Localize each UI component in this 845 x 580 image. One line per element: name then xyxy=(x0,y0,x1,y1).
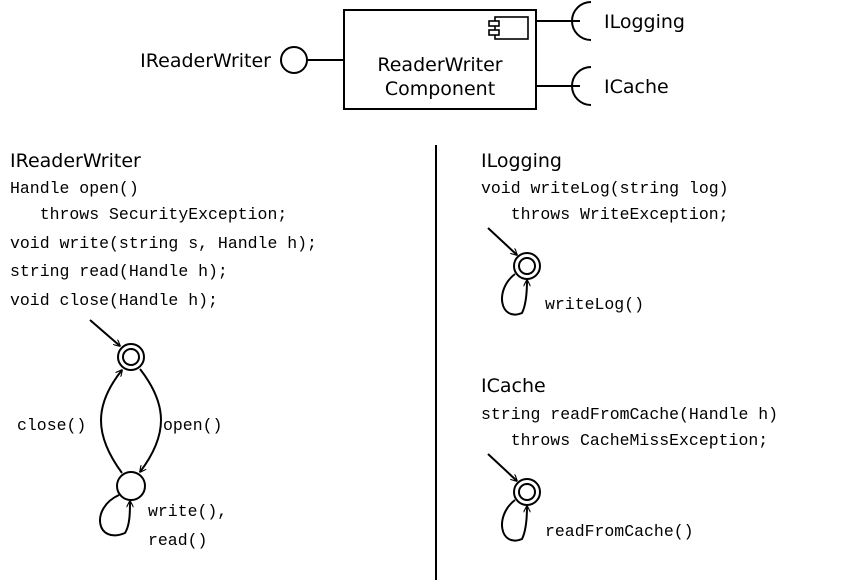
initial-state-inner xyxy=(518,257,536,275)
ireaderwriter-code-line: string read(Handle h); xyxy=(10,262,228,281)
ilogging-self-label: writeLog() xyxy=(545,295,644,314)
component-name-line1: ReaderWriter xyxy=(377,54,502,76)
initial-arrow xyxy=(487,227,517,255)
initial-arrow xyxy=(89,319,120,346)
open-state xyxy=(116,471,146,501)
icache-code-line: string readFromCache(Handle h) xyxy=(481,405,778,424)
ireaderwriter-code: Handle open() throws SecurityException; … xyxy=(10,179,317,310)
provided-interface-label: IReaderWriter xyxy=(140,50,271,72)
ireaderwriter-code-line: void close(Handle h); xyxy=(10,291,218,310)
icache-code-line: throws CacheMissException; xyxy=(481,431,768,450)
initial-state-inner xyxy=(518,483,536,501)
open-transition xyxy=(140,368,162,472)
initial-state-inner xyxy=(122,348,140,366)
ireaderwriter-state-machine xyxy=(89,319,162,537)
self-transition-label-line2: read() xyxy=(148,531,207,550)
self-transition-label-line1: write(), xyxy=(148,502,227,521)
ilogging-code-line: void writeLog(string log) xyxy=(481,179,729,198)
self-transition xyxy=(501,273,527,316)
ilogging-title: ILogging xyxy=(481,150,562,172)
required-icache-label: ICache xyxy=(604,76,669,98)
icache-code: string readFromCache(Handle h) throws Ca… xyxy=(481,405,778,450)
component-name-line2: Component xyxy=(385,78,495,100)
close-transition xyxy=(100,370,122,474)
icache-state-machine xyxy=(487,453,541,542)
open-transition-label: open() xyxy=(163,416,222,435)
self-transition xyxy=(99,494,130,537)
required-icache-socket[interactable] xyxy=(571,66,592,106)
required-ilogging-socket[interactable] xyxy=(571,1,592,41)
ireaderwriter-code-line: Handle open() xyxy=(10,179,139,198)
icache-title: ICache xyxy=(481,375,546,397)
required-ilogging-label: ILogging xyxy=(604,11,685,33)
ilogging-state-machine xyxy=(487,227,541,316)
component-icon xyxy=(488,16,529,40)
ireaderwriter-code-line: throws SecurityException; xyxy=(10,205,287,224)
icache-self-label: readFromCache() xyxy=(545,522,694,541)
ireaderwriter-code-line: void write(string s, Handle h); xyxy=(10,234,317,253)
ilogging-code: void writeLog(string log) throws WriteEx… xyxy=(481,179,729,224)
close-transition-label: close() xyxy=(17,416,86,435)
ilogging-code-line: throws WriteException; xyxy=(481,205,729,224)
ireaderwriter-title: IReaderWriter xyxy=(10,150,141,172)
initial-arrow xyxy=(487,453,517,481)
self-transition xyxy=(501,499,527,542)
provided-interface-lollipop[interactable] xyxy=(280,46,308,74)
